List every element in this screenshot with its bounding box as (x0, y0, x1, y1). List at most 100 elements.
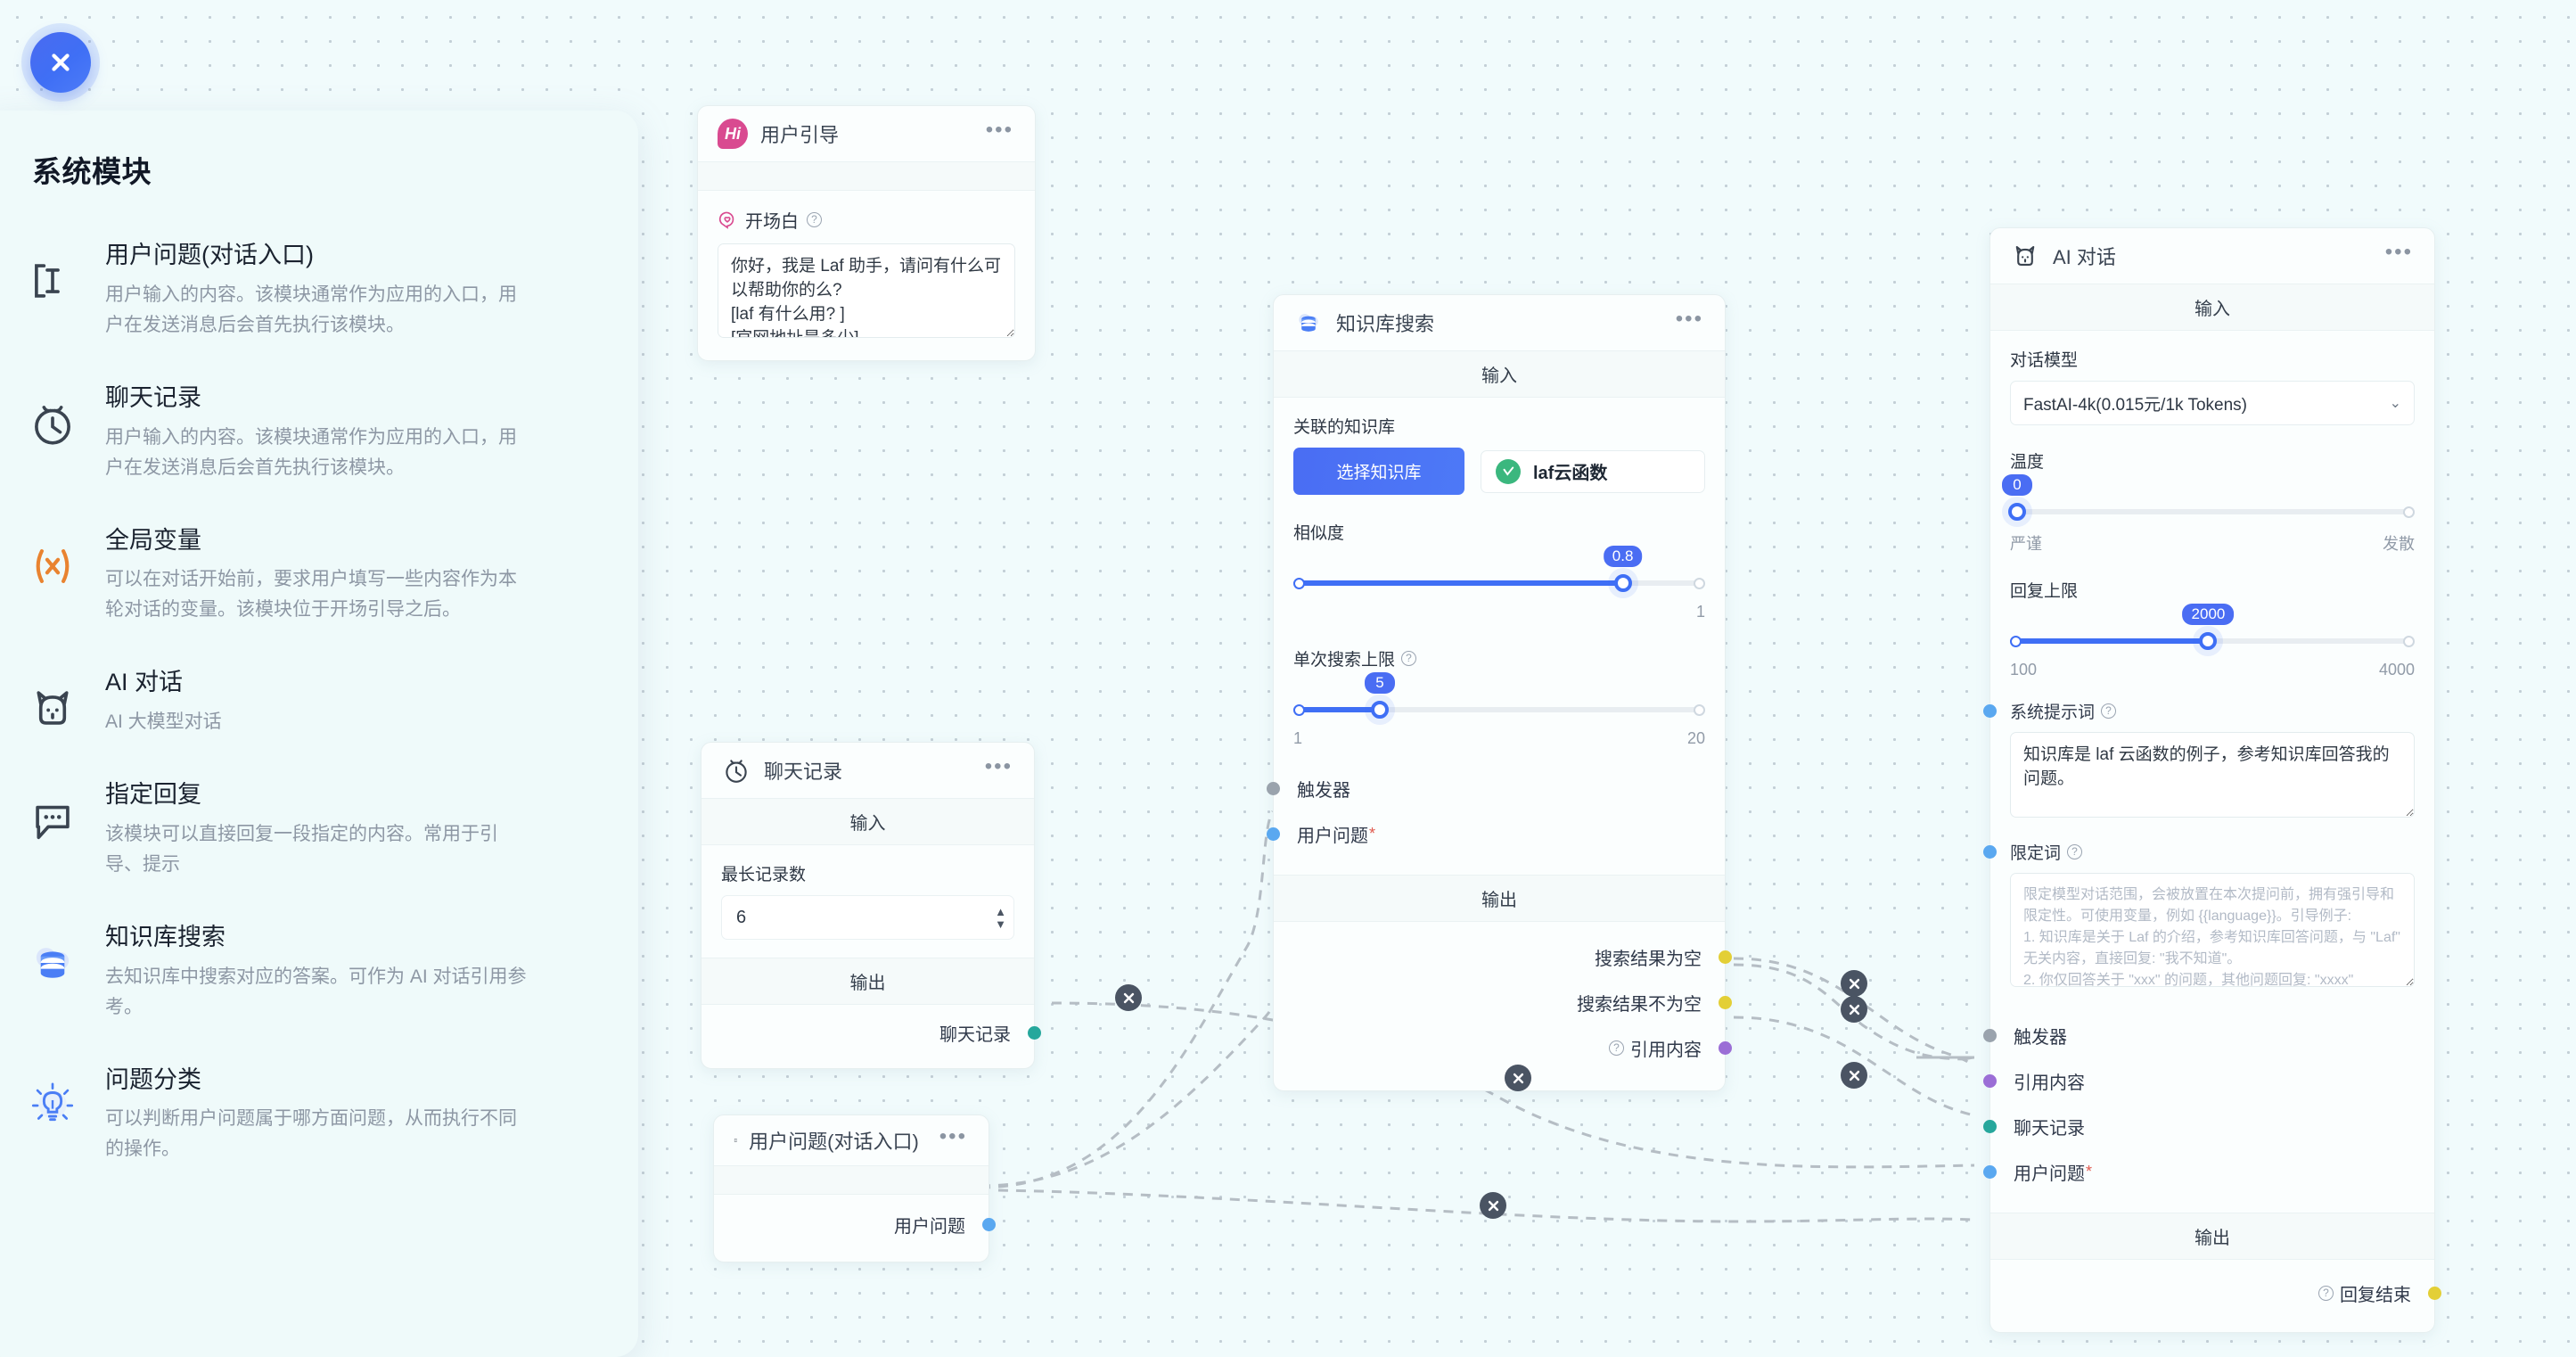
similarity-range-labels: 1 (1293, 603, 1705, 621)
help-icon[interactable]: ? (2318, 1286, 2334, 1301)
node-outputs: 用户问题 (714, 1195, 996, 1262)
slider-thumb[interactable] (1613, 574, 1632, 592)
input-row-qualifier[interactable]: 限定词 ? (1983, 822, 2415, 873)
node-menu-button[interactable]: ••• (1675, 307, 1703, 331)
port-in-chat-history[interactable] (1983, 1120, 1997, 1133)
chat-bubble-icon (25, 793, 80, 848)
output-label: 引用内容 (1630, 1040, 1702, 1060)
slider-fill (1293, 580, 1623, 586)
input-label: 用户问题 (1297, 827, 1368, 846)
port-in-qualifier[interactable] (1983, 845, 1997, 859)
delete-edge-icon[interactable] (1841, 970, 1867, 997)
slider-start-endpoint (1293, 704, 1305, 716)
sidebar-item-kb-search[interactable]: 知识库搜索 去知识库中搜索对应的答案。可作为 AI 对话引用参考。 (25, 921, 592, 1023)
node-user-question[interactable]: 用户问题(对话入口) ••• 用户问题 (713, 1114, 996, 1262)
port-in-quote-content[interactable] (1983, 1074, 1997, 1088)
output-row-chat-history[interactable]: 聊天记录 (721, 1010, 1041, 1056)
help-icon[interactable]: ? (1401, 651, 1417, 666)
output-row-empty-result[interactable]: 搜索结果为空 (1293, 934, 1732, 980)
node-menu-button[interactable]: ••• (2384, 240, 2413, 264)
port-in-trigger[interactable] (1983, 1029, 1997, 1042)
sidebar-item-chat-history[interactable]: 聊天记录 用户输入的内容。该模块通常作为应用的入口，用户在发送消息后会首先执行该… (25, 382, 592, 483)
output-row-reply-end[interactable]: ? 回复结束 (2010, 1271, 2441, 1316)
help-icon[interactable]: ? (2067, 844, 2083, 859)
sidebar-item-desc: 用户输入的内容。该模块通常作为应用的入口，用户在发送消息后会首先执行该模块。 (105, 284, 517, 335)
port-in-user-question[interactable] (1983, 1165, 1997, 1179)
input-label: 聊天记录 (2014, 1119, 2085, 1139)
similarity-slider[interactable]: 0.8 (1293, 546, 1705, 597)
max-records-stepper[interactable]: 6 ▲▼ (721, 895, 1014, 940)
input-row-user-question[interactable]: 用户问题* (1983, 1149, 2415, 1195)
port-out-nonempty-result[interactable] (1719, 996, 1732, 1009)
port-in-system-prompt[interactable] (1983, 704, 1997, 718)
sidebar-item-label: 问题分类 (105, 1065, 201, 1093)
node-menu-button[interactable]: ••• (939, 1124, 967, 1148)
port-in-user-question[interactable] (1267, 827, 1280, 841)
input-row-trigger[interactable]: 触发器 (1267, 766, 1705, 811)
help-icon[interactable]: ? (2101, 703, 2117, 719)
port-out-user-question[interactable] (982, 1218, 996, 1231)
node-ai-chat[interactable]: AI 对话 ••• 输入 对话模型 FastAI-4k(0.015元/1k To… (1983, 227, 2441, 1333)
port-out-reply-end[interactable] (2428, 1287, 2441, 1300)
system-prompt-input[interactable] (2010, 732, 2415, 818)
slider-thumb[interactable] (2199, 632, 2218, 650)
slider-value-bubble: 0 (2002, 474, 2032, 496)
node-menu-button[interactable]: ••• (984, 754, 1013, 778)
port-out-empty-result[interactable] (1719, 950, 1732, 964)
close-panel-button[interactable] (30, 32, 91, 93)
port-out-quote-content[interactable] (1719, 1041, 1732, 1055)
output-label: 搜索结果不为空 (1577, 995, 1702, 1015)
sidebar-item-question-classify[interactable]: 问题分类 可以判断用户问题属于哪方面问题，从而执行不同的操作。 (25, 1064, 592, 1165)
sidebar-item-specified-reply[interactable]: 指定回复 该模块可以直接回复一段指定的内容。常用于引导、提示 (25, 778, 592, 880)
input-row-user-question[interactable]: 用户问题* (1267, 811, 1705, 857)
kb-chip-laf[interactable]: laf云函数 (1481, 449, 1705, 493)
stepper-arrows[interactable]: ▲▼ (995, 904, 1006, 931)
opening-statement-input[interactable] (718, 243, 1015, 338)
delete-edge-icon[interactable] (1505, 1065, 1531, 1091)
sidebar-item-user-question[interactable]: 用户问题(对话入口) 用户输入的内容。该模块通常作为应用的入口，用户在发送消息后… (25, 239, 592, 341)
slider-fill (1293, 707, 1381, 712)
output-row-user-question[interactable]: 用户问题 (734, 1202, 996, 1247)
delete-edge-icon[interactable] (1115, 984, 1142, 1011)
help-icon[interactable]: ? (807, 212, 822, 227)
max-tokens-slider[interactable]: 2000 (2010, 604, 2415, 655)
node-menu-button[interactable]: ••• (985, 118, 1013, 142)
port-out-chat-history[interactable] (1028, 1026, 1041, 1040)
clock-history-icon (726, 760, 747, 783)
delete-edge-icon[interactable] (1841, 996, 1867, 1023)
slider-track (1293, 707, 1705, 712)
node-chat-history[interactable]: 聊天记录 ••• 输入 最长记录数 6 ▲▼ 输出 聊天记录 (701, 742, 1041, 1069)
port-in-trigger[interactable] (1267, 782, 1280, 795)
input-row-trigger[interactable]: 触发器 (1983, 1013, 2415, 1058)
limit-slider[interactable]: 5 (1293, 672, 1705, 724)
sidebar-item-label: 知识库搜索 (105, 923, 226, 950)
slider-thumb[interactable] (2008, 503, 2026, 521)
help-icon[interactable]: ? (1609, 1040, 1624, 1056)
input-label: 触发器 (1297, 781, 1350, 801)
node-title: 聊天记录 (764, 761, 843, 783)
node-header: 聊天记录 ••• (701, 743, 1034, 798)
robot-icon (25, 680, 80, 736)
output-row-nonempty-result[interactable]: 搜索结果不为空 (1293, 980, 1732, 1025)
lightbulb-icon (25, 1078, 80, 1133)
chevron-down-icon[interactable]: ⌄ (2389, 396, 2401, 411)
temperature-slider[interactable]: 0 (2002, 474, 2415, 526)
input-row-quote-content[interactable]: 引用内容 (1983, 1058, 2415, 1104)
node-kb-search[interactable]: 知识库搜索 ••• 输入 关联的知识库 选择知识库 laf云函数 相似度 (1267, 294, 1732, 1091)
node-user-guide[interactable]: Hi 用户引导 ••• 开场白 ? (697, 105, 1036, 361)
sidebar-item-ai-chat[interactable]: AI 对话 AI 大模型对话 (25, 666, 592, 737)
delete-edge-icon[interactable] (1841, 1062, 1867, 1089)
input-row-system-prompt[interactable]: 系统提示词 ? (1983, 679, 2415, 732)
sidebar-item-global-variable[interactable]: 全局变量 可以在对话开始前，要求用户填写一些内容作为本轮对话的变量。该模块位于开… (25, 524, 592, 626)
model-select[interactable]: FastAI-4k(0.015元/1k Tokens) ⌄ (2010, 381, 2415, 425)
chevron-up-icon[interactable]: ▲ (995, 904, 1006, 918)
output-row-quote-content[interactable]: ? 引用内容 (1293, 1025, 1732, 1071)
select-kb-button[interactable]: 选择知识库 (1293, 448, 1464, 495)
slider-thumb[interactable] (1371, 701, 1390, 719)
kb-chip-label: laf云函数 (1533, 464, 1608, 483)
delete-edge-icon[interactable] (1480, 1192, 1506, 1219)
input-row-chat-history[interactable]: 聊天记录 (1983, 1104, 2415, 1149)
chevron-down-icon[interactable]: ▼ (995, 917, 1006, 931)
qualifier-input[interactable] (2010, 873, 2415, 987)
